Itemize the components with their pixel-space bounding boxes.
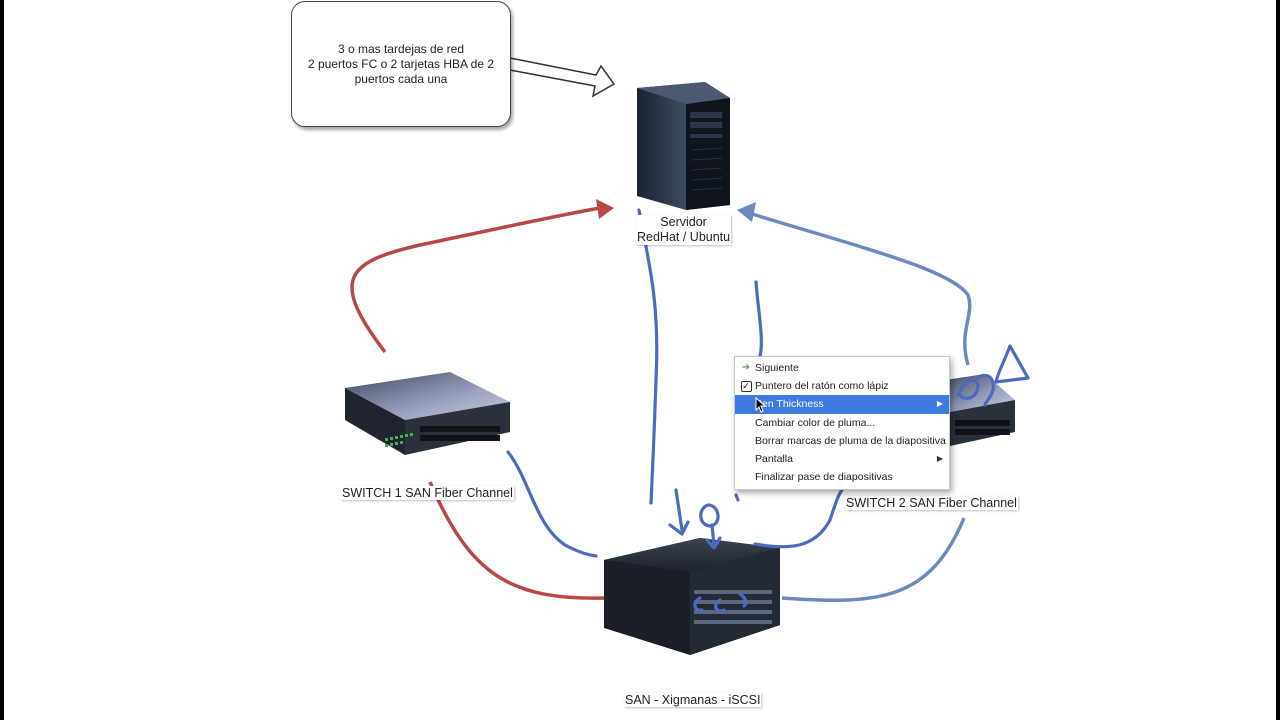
san-label: SAN - Xigmanas - iSCSI: [624, 693, 762, 707]
server-label-line-2: RedHat / Ubuntu: [637, 230, 731, 244]
menu-item-label: Puntero del ratón como lápiz: [755, 380, 889, 393]
menu-item-label: Siguiente: [755, 362, 799, 374]
menu-item-label: Pantalla: [755, 452, 793, 465]
callout-line-1: 3 o mas tardejas de red: [337, 41, 465, 56]
switch2-label: SWITCH 2 SAN Fiber Channel: [845, 496, 1018, 510]
san-storage-image: [604, 538, 780, 655]
checkbox-icon: ✓: [740, 381, 752, 393]
menu-item-label: Cambiar color de pluma...: [755, 416, 876, 429]
server-tower-image: [637, 82, 730, 210]
menu-item-screen[interactable]: Pantalla ▶: [735, 450, 949, 468]
menu-item-label: Borrar marcas de pluma de la diapositiva: [755, 434, 946, 447]
switch1-image: [345, 372, 510, 455]
submenu-arrow-icon: ▶: [936, 453, 943, 463]
letterbox-left: [0, 0, 4, 720]
red-arrowhead-server: [596, 199, 614, 219]
red-link-switch1-san: [428, 481, 605, 600]
red-link-switch1-server: [350, 206, 601, 354]
menu-item-label: Finalizar pase de diapositivas: [755, 471, 893, 484]
green-arrow-icon: ➔: [741, 362, 751, 373]
menu-item-change-pen-color[interactable]: Cambiar color de pluma...: [735, 414, 949, 432]
blue-link-switch2-san: [781, 517, 966, 602]
callout-line-3: puertos cada una: [354, 71, 448, 86]
menu-item-pointer-as-pen[interactable]: ✓ Puntero del ratón como lápiz: [735, 377, 949, 395]
server-label: Servidor RedHat / Ubuntu: [636, 215, 732, 245]
switch2-image: [945, 374, 1015, 446]
submenu-arrow-icon: ▶: [936, 399, 943, 409]
callout-box: 3 o mas tardejas de red 2 puertos FC o 2…: [291, 1, 511, 127]
menu-item-label: Pen Thickness: [755, 398, 824, 411]
menu-item-erase-pen-marks[interactable]: Borrar marcas de pluma de la diapositiva: [735, 432, 949, 450]
pen-ink-strokes: [506, 208, 1030, 613]
menu-item-pen-thickness[interactable]: Pen Thickness ▶: [735, 395, 949, 414]
server-label-line-1: Servidor: [660, 215, 707, 229]
blue-arrowhead-server: [737, 202, 756, 222]
callout-arrow: [509, 57, 616, 98]
switch1-label: SWITCH 1 SAN Fiber Channel: [341, 486, 514, 500]
letterbox-right: [1276, 0, 1280, 720]
callout-line-2: 2 puertos FC o 2 tarjetas HBA de 2: [307, 56, 495, 71]
blue-link-switch2-server: [751, 212, 972, 366]
context-menu: ➔ Siguiente ✓ Puntero del ratón como láp…: [734, 356, 950, 490]
mouse-pointer-icon: [755, 397, 767, 413]
menu-item-end-slideshow[interactable]: Finalizar pase de diapositivas: [735, 468, 949, 486]
menu-item-siguiente[interactable]: ➔ Siguiente: [735, 359, 949, 377]
